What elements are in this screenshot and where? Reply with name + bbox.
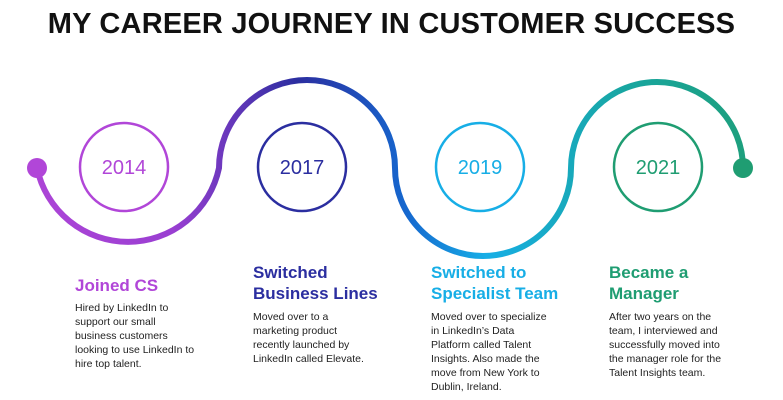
milestone-description: After two years on the team, I interview… [609, 310, 774, 380]
milestone-title: Joined CS [75, 275, 240, 296]
description-line: recently launched by [253, 339, 350, 351]
year-label: 2021 [636, 157, 681, 179]
description-line: Insights. Also made the [431, 353, 540, 365]
year-label: 2017 [280, 157, 325, 179]
milestone-2014: Joined CS Hired by LinkedIn to support o… [75, 262, 240, 371]
description-line: After two years on the [609, 311, 712, 323]
milestone-2021: Became a Manager After two years on the … [609, 262, 774, 380]
description-line: Platform called Talent [431, 339, 532, 351]
description-line: Moved over to a [253, 311, 329, 323]
milestone-title-line: Specialist Team [431, 284, 559, 303]
milestone-description: Moved over to specialize in LinkedIn’s D… [431, 310, 596, 394]
description-line: in LinkedIn’s Data [431, 325, 515, 337]
timeline-start-dot [27, 158, 47, 178]
milestone-title-line: Became a [609, 263, 689, 282]
description-line: move from New York to [431, 367, 540, 379]
description-line: team, I interviewed and [609, 325, 718, 337]
description-line: Dublin, Ireland. [431, 381, 502, 393]
year-label: 2019 [458, 157, 503, 179]
milestone-title: Switched to Specialist Team [431, 262, 596, 304]
milestone-title-line: Switched to [431, 263, 527, 282]
description-line: support our small [75, 316, 156, 328]
description-line: the manager role for the [609, 353, 722, 365]
milestone-2019: Switched to Specialist Team Moved over t… [431, 262, 596, 394]
milestone-description: Moved over to a marketing product recent… [253, 310, 418, 366]
year-circle-2021: 2021 [612, 121, 704, 213]
milestone-title: Switched Business Lines [253, 262, 418, 304]
description-line: Moved over to specialize [431, 311, 547, 323]
milestone-title-line: Switched [253, 263, 328, 282]
year-label: 2014 [102, 157, 147, 179]
description-line: successfully moved into [609, 339, 720, 351]
description-line: marketing product [253, 325, 338, 337]
description-line: LinkedIn called Elevate. [253, 353, 364, 365]
milestone-title-line: Manager [609, 284, 679, 303]
year-circle-2019: 2019 [434, 121, 526, 213]
milestone-description: Hired by LinkedIn to support our small b… [75, 301, 240, 371]
description-line: Talent Insights team. [609, 367, 706, 379]
timeline-end-dot [733, 158, 753, 178]
milestone-title-line: Joined CS [75, 276, 159, 295]
description-line: looking to use LinkedIn to [75, 344, 195, 356]
milestone-title: Became a Manager [609, 262, 774, 304]
description-line: business customers [75, 330, 168, 342]
description-line: Hired by LinkedIn to [75, 302, 169, 314]
page-title: MY CAREER JOURNEY IN CUSTOMER SUCCESS [47, 8, 736, 40]
milestone-2017: Switched Business Lines Moved over to a … [253, 262, 418, 366]
year-circle-2014: 2014 [78, 121, 170, 213]
milestone-title-line: Business Lines [253, 284, 378, 303]
description-line: hire top talent. [75, 358, 142, 370]
year-circle-2017: 2017 [256, 121, 348, 213]
timeline-path [34, 77, 746, 259]
